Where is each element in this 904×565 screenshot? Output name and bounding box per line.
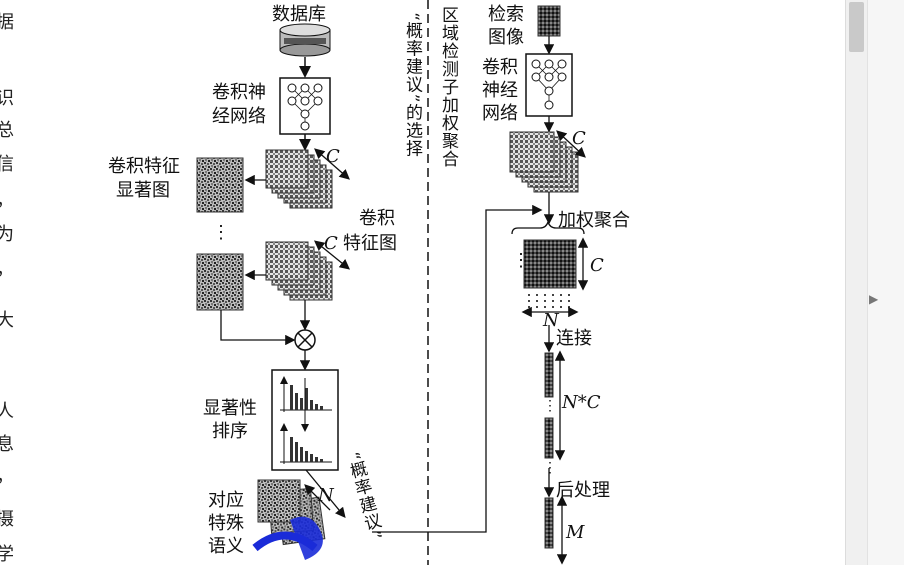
feature-map-label-line1: 卷积 [359, 208, 395, 229]
symbol-m: M [566, 522, 585, 543]
postprocessed-vector [544, 497, 554, 549]
saliency-sort-label-line2: 排序 [212, 421, 248, 442]
divider-caption-line2: 区域检测子加权聚合 [438, 6, 458, 168]
postprocess-label: 后处理 [556, 480, 610, 501]
multiply-icon [294, 329, 316, 351]
edge-char: ， [0, 462, 14, 488]
retrieval-diagram [196, 0, 589, 565]
query-feature-stack [509, 130, 586, 193]
edge-char: 学 [0, 544, 14, 565]
symbol-nc: N*C [562, 392, 601, 413]
saliency-map-label-line2: 显著图 [116, 180, 170, 201]
query-image-label-line2: 图像 [488, 27, 524, 48]
saliency-sort-histograms [271, 369, 339, 471]
scrollbar-thumb[interactable] [849, 2, 864, 52]
edge-char: 息 [0, 434, 14, 455]
edge-char: 据 [0, 12, 14, 33]
symbol-n: N [543, 310, 559, 331]
weighted-agg-label: 加权聚合 [558, 210, 630, 231]
cnn-label-line1: 卷积神 [212, 82, 266, 103]
feature-map-stack-top [265, 148, 350, 209]
edge-char: ， [0, 255, 14, 281]
edge-char: 识 [0, 88, 14, 109]
right-cnn-label-line1: 卷积 [482, 57, 518, 78]
saliency-map-image [196, 253, 244, 311]
semantic-patch-stack [252, 479, 326, 560]
symbol-c: C [326, 146, 340, 167]
edge-char: 摄 [0, 509, 14, 530]
ellipsis: ⋮ [512, 250, 530, 271]
semantics-label-line1: 对应 [208, 490, 244, 511]
query-image-label-line1: 检索 [488, 4, 524, 25]
concatenated-vector-top [544, 352, 554, 398]
database-icon [279, 23, 331, 57]
saliency-map-label-line1: 卷积特征 [108, 156, 180, 177]
semantics-label-line3: 语义 [208, 536, 244, 557]
edge-char: ， [0, 186, 14, 212]
symbol-c: C [324, 233, 338, 254]
divider-caption-line1: “概率建议”的选择 [402, 12, 422, 158]
edge-char: 大 [0, 310, 14, 331]
symbol-n: N [318, 485, 334, 506]
expand-panel-icon[interactable]: ▶ [869, 292, 879, 306]
edge-char: 信 [0, 154, 14, 175]
side-panel [867, 0, 904, 565]
symbol-c: C [590, 255, 604, 276]
saliency-map-image [196, 157, 244, 213]
semantics-label-line2: 特殊 [208, 513, 244, 534]
symbol-c: C [572, 128, 586, 149]
concat-label: 连接 [556, 328, 592, 349]
edge-char: 总 [0, 120, 14, 141]
edge-char: 为 [0, 224, 14, 245]
cnn-network-icon [525, 53, 573, 117]
concatenated-vector-bottom [544, 417, 554, 459]
cnn-label-line2: 经网络 [212, 106, 266, 127]
vertical-scrollbar[interactable] [845, 0, 868, 565]
right-cnn-label-line2: 神经 [482, 80, 518, 101]
ellipsis: ⋮ [212, 222, 230, 243]
database-label: 数据库 [272, 4, 326, 25]
saliency-sort-label-line1: 显著性 [203, 398, 257, 419]
right-cnn-label-line3: 网络 [482, 103, 518, 124]
aggregated-feature-block [523, 239, 577, 289]
document-viewer: 据 识 总 信 ， 为 ， 大 人 息 ， 摄 学 [0, 0, 630, 565]
cnn-network-icon [279, 77, 331, 135]
edge-char: 人 [0, 401, 14, 422]
query-image [537, 5, 561, 37]
ellipsis: ⋮ [543, 460, 557, 476]
feature-map-stack-bottom [265, 240, 351, 301]
ellipsis: ⋮ [543, 398, 557, 414]
feature-map-label-line2: 特征图 [343, 233, 397, 254]
